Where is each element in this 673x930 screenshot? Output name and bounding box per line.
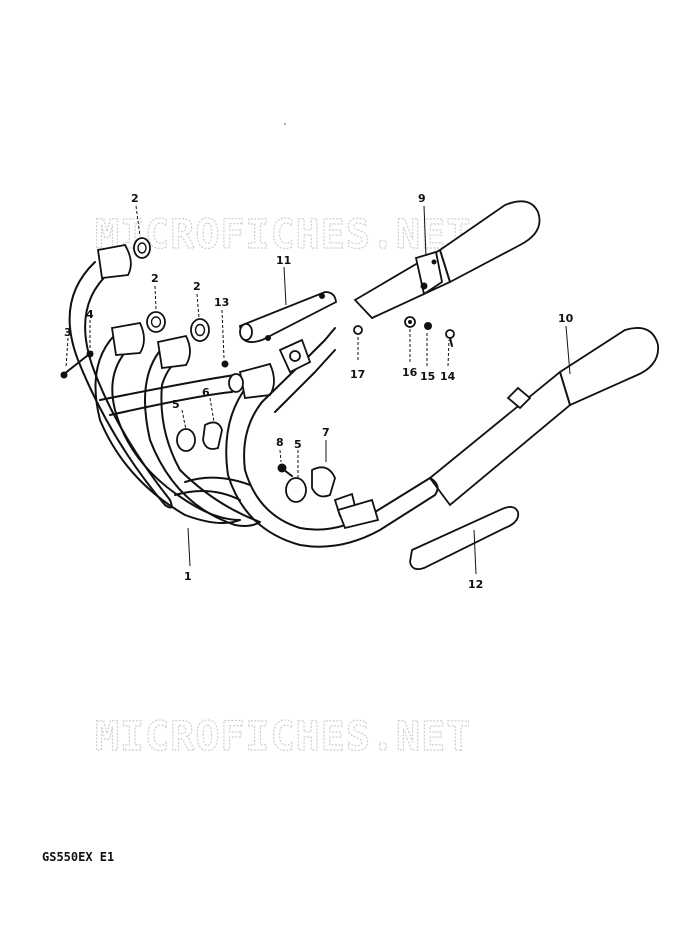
callout-2-top: 2 xyxy=(131,192,139,205)
callout-10: 10 xyxy=(558,312,574,325)
joint-clamps xyxy=(176,373,380,530)
callout-13: 13 xyxy=(214,296,229,309)
muffler-upper xyxy=(353,200,541,320)
callout-7: 7 xyxy=(322,426,330,439)
leader-lines xyxy=(65,205,571,575)
watermark-top: MICROFICHES.NET xyxy=(95,212,471,258)
callout-labels: 2 2 2 3 4 13 11 9 10 17 16 15 14 5 6 8 5… xyxy=(64,192,574,591)
callout-16: 16 xyxy=(402,366,418,379)
hardware xyxy=(60,316,455,477)
callout-2-right: 2 xyxy=(193,280,201,293)
speck xyxy=(284,123,286,125)
gaskets xyxy=(133,237,210,342)
callout-6: 6 xyxy=(202,386,210,399)
model-code-label: GS550EX E1 xyxy=(42,850,115,864)
muffler-lower xyxy=(428,327,659,507)
callout-14: 14 xyxy=(440,370,456,383)
callout-15: 15 xyxy=(420,370,435,383)
muffler-protector xyxy=(409,506,520,571)
callout-9: 9 xyxy=(418,192,426,205)
watermark-bottom: MICROFICHES.NET xyxy=(95,714,471,760)
callout-3: 3 xyxy=(64,326,72,339)
callout-12: 12 xyxy=(468,578,483,591)
callout-1: 1 xyxy=(184,570,192,583)
callout-5-left: 5 xyxy=(172,398,180,411)
callout-4: 4 xyxy=(86,308,94,321)
callout-8: 8 xyxy=(276,436,284,449)
callout-11: 11 xyxy=(276,254,291,267)
connecting-tube xyxy=(238,291,337,343)
callout-5-right: 5 xyxy=(294,438,302,451)
callout-17: 17 xyxy=(350,368,365,381)
callout-2-middle: 2 xyxy=(151,272,159,285)
